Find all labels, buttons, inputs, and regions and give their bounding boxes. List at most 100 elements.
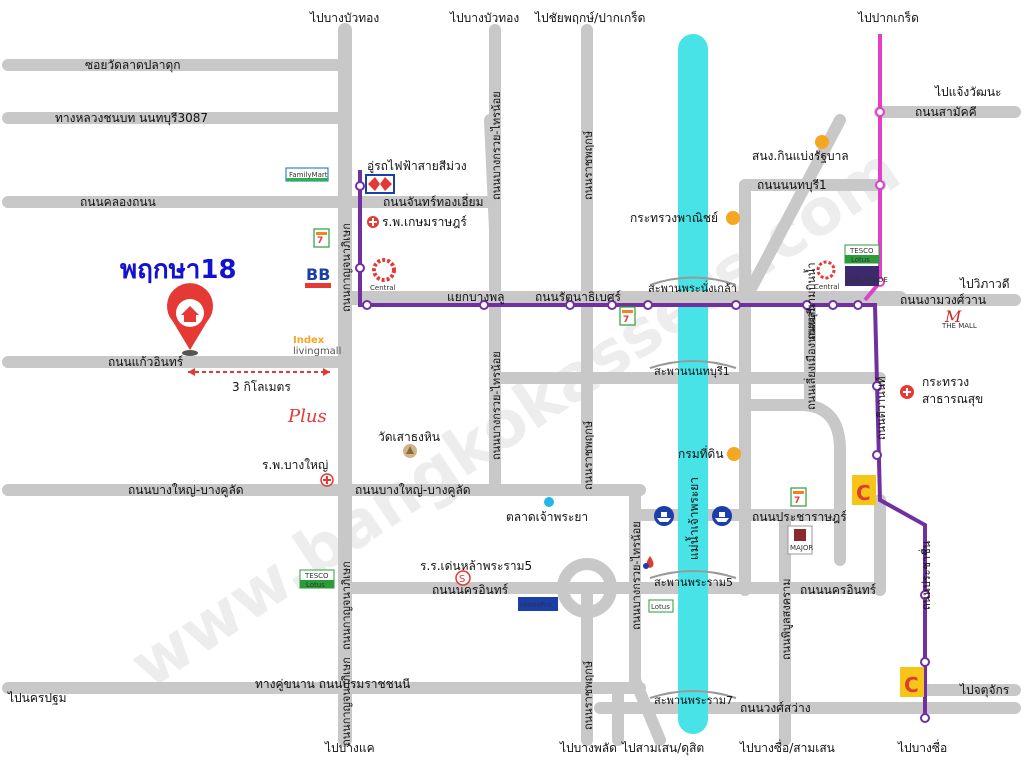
road-ratchaphruek-south: ถนนราชพฤกษ์ [582,661,595,730]
school-icon: S [455,570,471,586]
road-ratchaphruek-mid: ถนนราชพฤกษ์ [582,421,595,490]
central-logo-west: Central [370,258,396,292]
place-school: ร.ร.เด่นหล้าพระราม5 [420,559,532,573]
place-wat-saothong: วัดเสาธงหิน [378,430,440,444]
place-ministry-health-1: กระทรวง [922,375,969,389]
svg-text:HomePro: HomePro [520,601,552,609]
plus-logo: Plus [287,406,327,427]
road-samakkhi: ถนนสามัคคี [915,105,977,119]
homepro-logo: HomePro [518,597,558,611]
road-bang-yai-center: ถนนบางใหญ่-บางคูลัด [355,483,471,498]
svg-text:Lotus: Lotus [306,581,325,589]
hospital-icon [367,216,379,228]
bigc-logo-south: C [900,667,924,697]
bb-logo: BB [305,255,331,291]
road-wongsawang: ถนนวงศ์สว่าง [740,701,811,715]
road-tiwanon: ถนนติวานนท์ [875,377,888,441]
svg-text:livingmall: livingmall [293,346,341,357]
road-sanam-bin-nam: ถนนสนามบินน้ำ [803,262,818,340]
road-soi-wat-lat: ซอยวัดลาดปลาดุก [85,58,181,73]
svg-text:Lotus: Lotus [651,603,670,611]
place-govt-lottery: สนง.กินแบ่งรัฐบาล [752,149,849,163]
hospital-icon-bang-yai [320,473,334,487]
svg-text:7: 7 [623,315,629,325]
place-ministry-commerce: กระทรวงพาณิชย์ [630,211,718,225]
svg-text:BB: BB [306,265,330,284]
road-ngamwongwan: ถนนงามวงศ์วาน [900,293,986,307]
road-nakhon-in-west: ถนนนครอินทร์ [432,583,509,597]
ferry-icon-west [654,506,674,526]
place-ministry-health-2: สาธารณสุข [922,392,983,407]
hospital-icon-moph [900,385,914,399]
tesco-lotus-logo-south: Lotus [648,599,674,613]
tesco-lotus-logo-west: TESCO Lotus [299,569,335,589]
mrt-logo-icon [365,174,395,194]
top-label-bang-bua-thong-2: ไปบางบัวทอง [449,11,519,25]
project-title: พฤกษา18 [120,255,237,285]
bridge-rama5: สะพานพระราม5 [654,576,733,589]
index-livingmall-logo: Index livingmall [293,335,341,357]
seven-eleven-logo-2: 7 [619,306,636,326]
road-pibul-songkram: ถนนพิบูลสงคราม [780,579,793,660]
road-kanchanaphisek-bottom: ถนนกาญจนาภิเษก [340,657,353,746]
svg-text:TESCO: TESCO [849,247,874,255]
road-ratanathibet: ถนนรัตนาธิเบศร์ [535,290,622,304]
bottom-label-bang-sue-samsen: ไปบางซื่อ/สามเสน [739,739,835,755]
tesco-lotus-logo-north: TESCO Lotus [844,244,880,264]
road-bang-kruai-mid: ถนนบางกรวย-ไทรน้อย [490,351,503,460]
road-ratchaphruek-north: ถนนราชพฤกษ์ [582,131,595,200]
seven-eleven-logo-1: 7 [313,228,330,248]
purple-line-stations [355,181,930,723]
road-kanchanaphisek-lower: ถนนกาญจนาภิเษก [340,561,353,650]
bridges: สะพานพระนั่งเกล้า สะพานนนทบุรี1 สะพานพระ… [648,276,737,707]
chao-phraya-river [678,34,708,734]
bridge-phra-nang-klao: สะพานพระนั่งเกล้า [648,280,737,295]
road-bang-yai-west: ถนนบางใหญ่-บางคูลัด [128,483,244,498]
top-label-chaiyaphruek: ไปชัยพฤกษ์/ปากเกร็ด [534,10,645,25]
road-prachachuen-h: ถนนประชาราษฎร์ [752,510,847,524]
pink-line-stations [875,107,885,287]
svg-text:FamilyMart: FamilyMart [289,171,328,179]
svg-text:ESPLANADE: ESPLANADE [846,276,888,284]
place-bang-yai-hospital: ร.พ.บางใหญ่ [262,458,328,472]
seven-eleven-logo-3: 7 [790,487,807,507]
svg-text:C: C [856,481,871,505]
bottom-label-samsen-dusit: ไปสามเสน/ดุสิต [621,741,704,756]
bottom-label-bang-khae: ไปบางแค [324,741,375,755]
road-kaew-in: ถนนแก้วอินทร์ [108,355,184,369]
road-highway-3087: ทางหลวงชนบท นนทบุรี3087 [55,111,208,126]
bridge-nonthaburi1: สะพานนนทบุรี1 [654,365,730,378]
distance-label: 3 กิโลเมตร [232,380,291,394]
temple-icon [403,444,417,458]
themall-logo: M THE MALL [941,307,977,330]
side-label-vibhavadi: ไปวิภาวดี [959,277,1010,291]
river-label: แม่น้ำเจ้าพระยา [685,477,701,560]
road-kanchanaphisek: ถนนกาญจนาภิเษก [340,223,353,312]
road-prachachuen: ถนนประชาชื่น [918,540,933,610]
svg-text:S: S [459,574,465,585]
major-logo: MAJOR [787,525,813,555]
road-khlong-thanon: ถนนคลองถนน [80,195,156,209]
road-chan-thong: ถนนจันทร์ทองเอี่ยม [383,193,484,209]
top-label-bang-bua-thong-1: ไปบางบัวทอง [309,11,379,25]
place-land-dept: กรมที่ดิน [678,445,724,461]
svg-text:7: 7 [794,496,800,506]
vertical-roads [338,23,886,747]
svg-text:MAJOR: MAJOR [790,544,813,552]
market-dot [544,497,554,507]
place-kasemrad: ร.พ.เกษมราษฎร์ [382,215,467,229]
bridge-rama7: สะพานพระราม7 [654,694,733,707]
svg-text:TESCO: TESCO [304,572,329,580]
govt-lottery-dot [815,135,829,149]
svg-text:Lotus: Lotus [851,256,870,264]
land-dept-dot [727,447,741,461]
place-market: ตลาดเจ้าพระยา [506,510,588,524]
svg-text:THE MALL: THE MALL [941,322,977,330]
svg-text:Plus: Plus [287,406,327,427]
road-liang-muang: ถนนเลี่ยงเมืองนนทบุรี [803,308,818,410]
ferry-icon-east [712,506,732,526]
side-label-nakhon-pathom: ไปนครปฐม [7,691,66,705]
side-label-jatujak: ไปจตุจักร [959,683,1010,698]
familymart-logo: FamilyMart [285,167,329,182]
ministry-commerce-dot [726,211,740,225]
